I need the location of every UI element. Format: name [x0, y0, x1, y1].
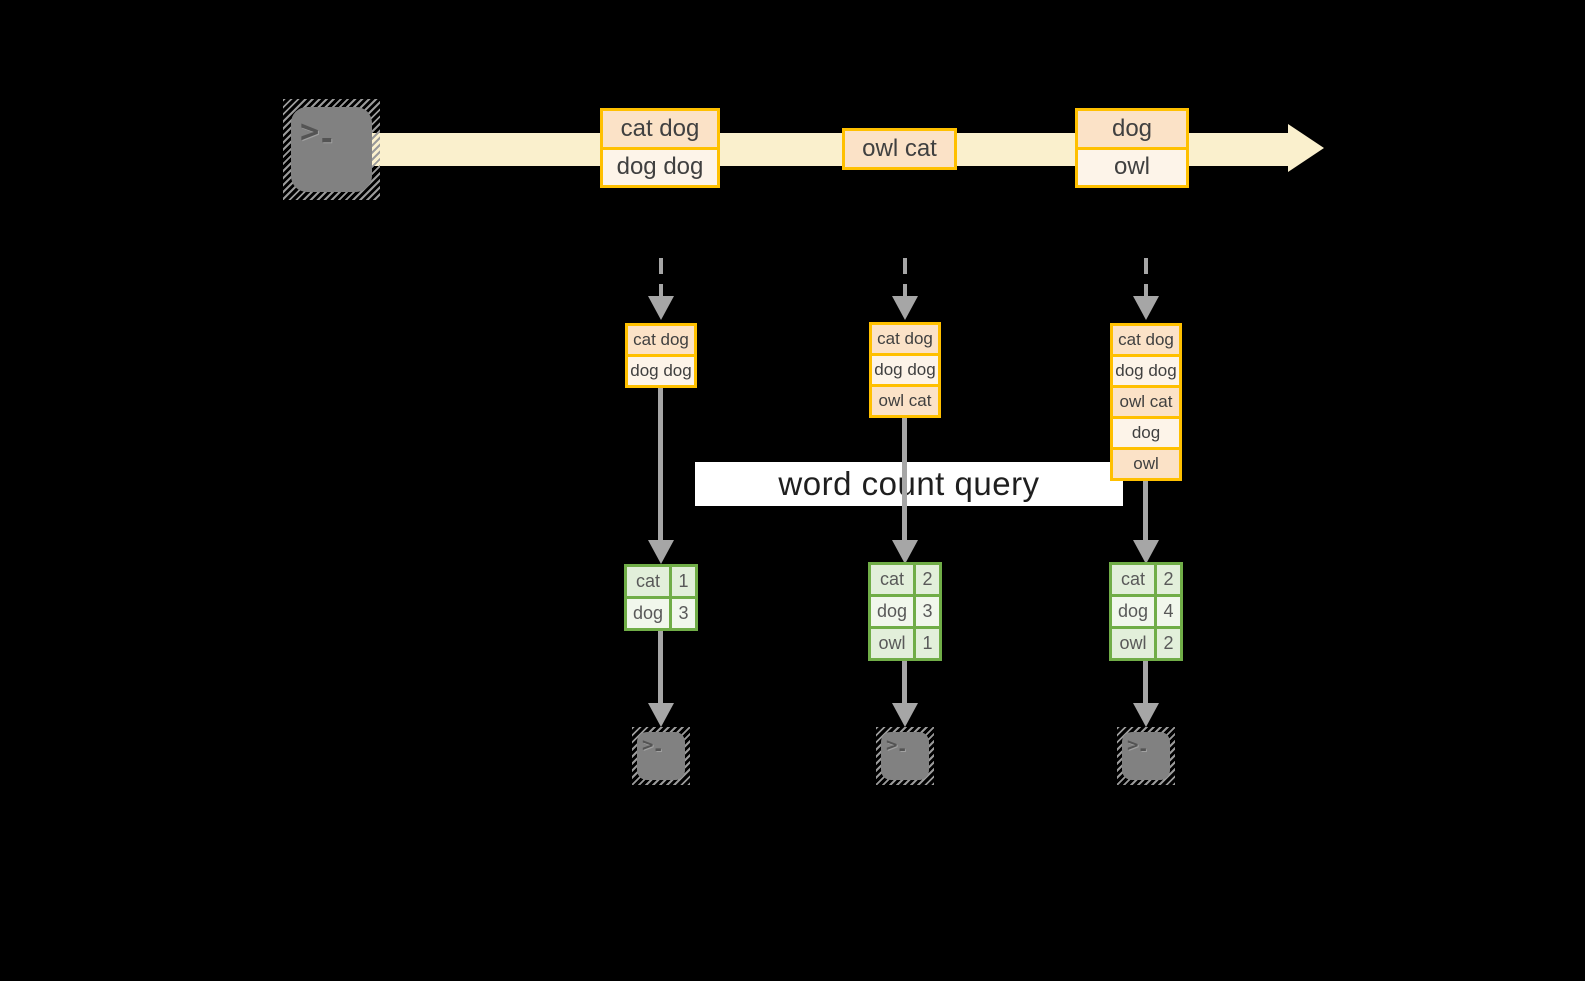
buffer-record: cat dog [628, 326, 694, 354]
output-terminal-icon-3: >▬ [1117, 727, 1175, 785]
record-buffer-2: cat dog dog dog owl cat [869, 322, 941, 418]
table-word-cell: dog [871, 597, 913, 626]
stream-event-record: owl [1078, 146, 1186, 185]
table-count-cell: 2 [916, 565, 939, 594]
buffer-record: owl cat [872, 384, 938, 415]
table-count-cell: 1 [672, 567, 695, 596]
arrowhead-down-icon [1133, 296, 1159, 320]
dashed-arrow-shaft [1144, 258, 1148, 298]
record-buffer-1: cat dog dog dog [625, 323, 697, 388]
prompt-cursor: ▬ [1140, 745, 1146, 755]
query-arrow-shaft [902, 418, 907, 542]
record-buffer-3: cat dog dog dog owl cat dog owl [1110, 323, 1182, 481]
query-arrow-shaft [658, 388, 663, 542]
wordcount-table-1: cat 1 dog 3 [624, 564, 698, 631]
arrowhead-down-icon [648, 703, 674, 727]
table-word-cell: dog [627, 599, 669, 628]
prompt-cursor: ▬ [322, 130, 332, 148]
buffer-record: dog dog [628, 354, 694, 385]
stream-event-box-3: dog owl [1075, 108, 1189, 188]
prompt-chevron: > [300, 112, 320, 150]
buffer-record: cat dog [872, 325, 938, 353]
table-word-cell: owl [1112, 629, 1154, 658]
stream-event-box-1: cat dog dog dog [600, 108, 720, 188]
output-arrow-shaft [658, 631, 663, 705]
arrowhead-down-icon [1133, 703, 1159, 727]
stream-event-record: cat dog [603, 111, 717, 147]
table-count-cell: 3 [916, 597, 939, 626]
table-word-cell: cat [1112, 565, 1154, 594]
stream-event-record: owl cat [845, 131, 954, 167]
buffer-record: owl [1113, 447, 1179, 478]
stream-event-box-2: owl cat [842, 128, 957, 170]
buffer-record: owl cat [1113, 385, 1179, 416]
buffer-record: dog [1113, 416, 1179, 447]
buffer-record: dog dog [872, 353, 938, 384]
buffer-record: cat dog [1113, 326, 1179, 354]
prompt-cursor: ▬ [655, 745, 661, 755]
terminal-face [1122, 732, 1170, 780]
table-word-cell: cat [871, 565, 913, 594]
arrowhead-down-icon [648, 296, 674, 320]
prompt-chevron: > [886, 734, 898, 756]
prompt-cursor: ▬ [899, 745, 905, 755]
stream-event-record: dog [1078, 111, 1186, 147]
stream-arrowhead-icon [1288, 124, 1324, 172]
buffer-record: dog dog [1113, 354, 1179, 385]
output-terminal-icon-1: >▬ [632, 727, 690, 785]
terminal-face [291, 107, 372, 192]
query-banner: word count query [695, 462, 1123, 506]
query-banner-label: word count query [778, 465, 1040, 502]
dashed-arrow-shaft [659, 258, 663, 298]
arrowhead-down-icon [648, 540, 674, 564]
terminal-prompt-icon: >▬ [642, 736, 661, 755]
arrowhead-down-icon [892, 540, 918, 564]
arrowhead-down-icon [1133, 540, 1159, 564]
output-arrow-shaft [902, 661, 907, 705]
arrowhead-down-icon [892, 296, 918, 320]
source-terminal-icon: >▬ [283, 99, 380, 200]
arrowhead-down-icon [892, 703, 918, 727]
table-word-cell: dog [1112, 597, 1154, 626]
table-count-cell: 2 [1157, 565, 1180, 594]
dashed-arrow-shaft [903, 258, 907, 298]
terminal-face [881, 732, 929, 780]
table-count-cell: 2 [1157, 629, 1180, 658]
wordcount-table-2: cat 2 dog 3 owl 1 [868, 562, 942, 661]
output-terminal-icon-2: >▬ [876, 727, 934, 785]
table-word-cell: cat [627, 567, 669, 596]
terminal-prompt-icon: >▬ [1127, 736, 1146, 755]
terminal-prompt-icon: >▬ [886, 736, 905, 755]
table-word-cell: owl [871, 629, 913, 658]
prompt-chevron: > [642, 734, 654, 756]
output-arrow-shaft [1143, 661, 1148, 705]
table-count-cell: 4 [1157, 597, 1180, 626]
stream-event-record: dog dog [603, 146, 717, 185]
terminal-face [637, 732, 685, 780]
wordcount-table-3: cat 2 dog 4 owl 2 [1109, 562, 1183, 661]
terminal-prompt-icon: >▬ [300, 115, 331, 147]
query-arrow-shaft [1143, 481, 1148, 542]
table-count-cell: 1 [916, 629, 939, 658]
prompt-chevron: > [1127, 734, 1139, 756]
table-count-cell: 3 [672, 599, 695, 628]
